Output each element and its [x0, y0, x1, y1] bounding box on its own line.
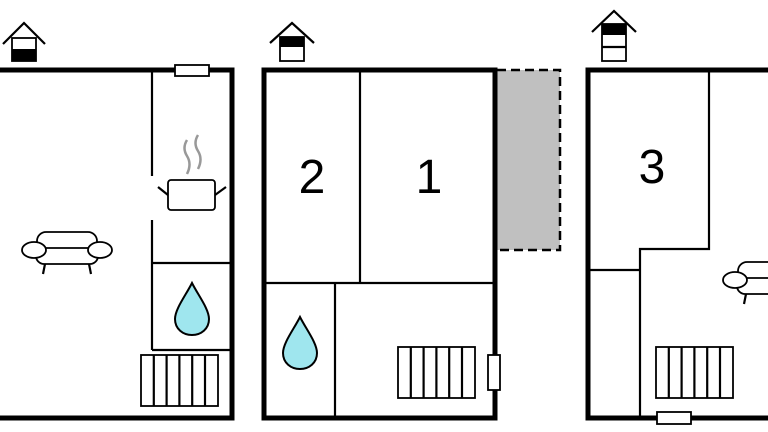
window-icon: [174, 64, 210, 77]
sofa-icon: [721, 260, 768, 306]
window-icon: [656, 411, 692, 425]
stairs-icon: [139, 353, 220, 408]
house-level-icon: [591, 9, 637, 62]
cooking-pot-icon: [157, 134, 227, 211]
house-level-icon: [2, 21, 46, 62]
stairs-icon: [396, 345, 477, 400]
outer-wall: [261, 67, 498, 421]
room-label-3: 3: [639, 141, 666, 194]
window-icon: [487, 354, 501, 391]
floor-plan-1: [0, 21, 235, 421]
house-level-icon: [269, 21, 315, 62]
floor-plan-3: 3: [585, 9, 768, 425]
room-label-1: 1: [416, 151, 443, 204]
room-label-2: 2: [299, 151, 326, 204]
sofa-icon: [20, 230, 114, 276]
water-drop-icon: [174, 282, 210, 336]
outer-wall: [0, 67, 235, 421]
balcony-area: [497, 70, 560, 250]
floor-plan-2: 2 1: [261, 21, 562, 421]
stairs-icon: [654, 345, 735, 400]
water-drop-icon: [282, 316, 318, 370]
